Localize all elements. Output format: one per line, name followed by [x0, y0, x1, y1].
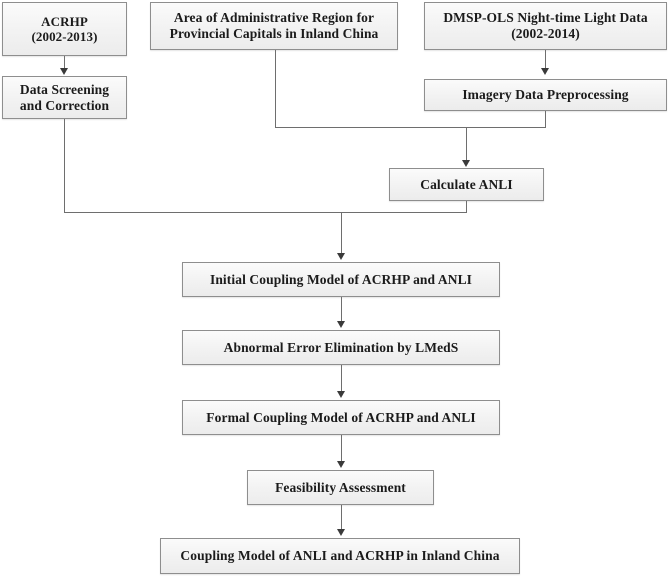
node-calculate-anli: Calculate ANLI [389, 168, 544, 201]
edge-anli-input-arrowhead [462, 160, 470, 167]
edge-abnormal-to-formal [341, 365, 342, 392]
edge-calculate-anli-down [466, 201, 467, 213]
node-abnormal-error-elimination: Abnormal Error Elimination by LMedS [182, 330, 500, 365]
node-area-admin-region-line2: Provincial Capitals in Inland China [169, 26, 379, 41]
edge-dmsp-to-imagery-arrowhead [541, 68, 549, 75]
edge-initial-to-abnormal [341, 297, 342, 322]
edge-formal-to-feasibility [341, 435, 342, 462]
node-initial-coupling-model-line1: Initial Coupling Model of ACRHP and ANLI [209, 271, 473, 287]
node-dmsp-ols-line1: DMSP-OLS Night-time Light Data [443, 10, 648, 26]
edge-anli-input-down [466, 127, 467, 161]
node-calculate-anli-line1: Calculate ANLI [420, 176, 513, 192]
edge-abnormal-to-formal-arrowhead [337, 391, 345, 398]
edge-acrhp-to-data-screening [64, 56, 65, 69]
node-acrhp-line1: ACRHP [41, 13, 88, 29]
node-data-screening: Data Screening and Correction [2, 76, 127, 119]
edge-data-screening-right [64, 212, 342, 213]
node-acrhp: ACRHP (2002-2013) [2, 2, 127, 56]
node-dmsp-ols: DMSP-OLS Night-time Light Data (2002-201… [424, 2, 667, 50]
node-final-coupling-model: Coupling Model of ANLI and ACRHP in Inla… [160, 538, 520, 574]
edge-formal-to-feasibility-arrowhead [337, 461, 345, 468]
edge-initial-to-abnormal-arrowhead [337, 321, 345, 328]
node-abnormal-error-elimination-line1: Abnormal Error Elimination by LMedS [223, 339, 459, 355]
node-formal-coupling-model-line1: Formal Coupling Model of ACRHP and ANLI [206, 409, 476, 425]
node-acrhp-line2: (2002-2013) [31, 29, 98, 44]
edge-data-screening-down [64, 119, 65, 213]
edge-feasibility-to-final [341, 505, 342, 530]
node-formal-coupling-model: Formal Coupling Model of ACRHP and ANLI [182, 400, 500, 435]
node-area-admin-region-line1: Area of Administrative Region for [173, 10, 375, 26]
node-data-screening-line1: Data Screening [19, 81, 110, 97]
node-feasibility-assessment: Feasibility Assessment [247, 470, 434, 505]
node-dmsp-ols-line2: (2002-2014) [511, 26, 580, 41]
node-initial-coupling-model: Initial Coupling Model of ACRHP and ANLI [182, 262, 500, 297]
node-final-coupling-model-line1: Coupling Model of ANLI and ACRHP in Inla… [180, 548, 500, 564]
edge-imagery-down [545, 111, 546, 128]
edge-dmsp-to-imagery [545, 50, 546, 68]
edge-merge-to-initial-coupling-arrowhead [337, 253, 345, 260]
edge-area-admin-down [275, 50, 276, 128]
edge-calculate-anli-left [341, 212, 467, 213]
node-data-screening-line2: and Correction [19, 97, 110, 113]
node-imagery-preprocessing-line1: Imagery Data Preprocessing [462, 87, 629, 103]
node-imagery-preprocessing: Imagery Data Preprocessing [424, 79, 667, 111]
edge-merge-to-initial-coupling [341, 212, 342, 254]
edge-imagery-left [466, 127, 546, 128]
edge-area-admin-right [275, 127, 467, 128]
edge-acrhp-to-data-screening-arrowhead [60, 68, 68, 75]
node-feasibility-assessment-line1: Feasibility Assessment [275, 479, 406, 495]
edge-feasibility-to-final-arrowhead [337, 529, 345, 536]
node-area-admin-region: Area of Administrative Region for Provin… [150, 2, 398, 50]
